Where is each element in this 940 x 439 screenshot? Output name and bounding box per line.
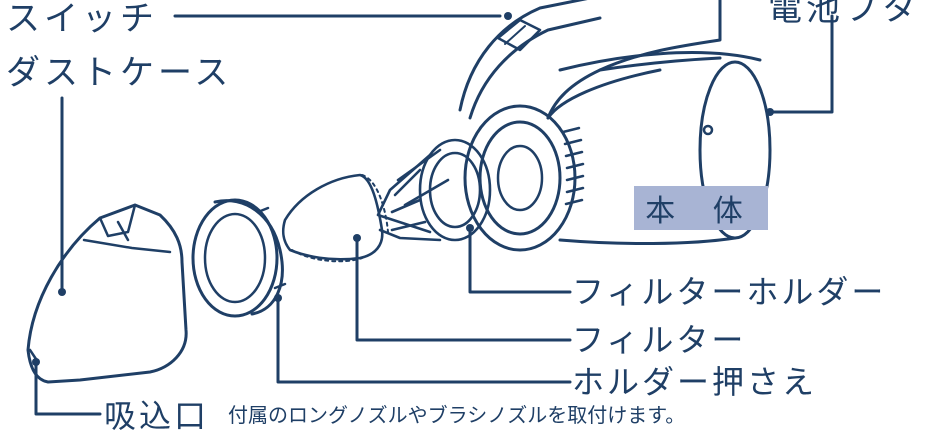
- filter-drawing: [281, 173, 389, 263]
- main-body-drawing: [458, 0, 772, 252]
- main-body-badge: 本 体: [634, 186, 768, 230]
- intake-note: 付属のロングノズルやブラシノズルを取付けます。: [228, 403, 686, 427]
- filter-holder-label: フィルターホルダー: [572, 273, 887, 311]
- body-vents: [561, 126, 585, 206]
- battery-cover-label: 電池フタ: [768, 0, 920, 29]
- switch-label: スイッチ: [6, 0, 158, 39]
- dust-case-label: ダストケース: [6, 53, 233, 93]
- filter-label: フィルター: [572, 321, 747, 359]
- leader-lines: [32, 12, 834, 416]
- holder-retainer-label: ホルダー押さえ: [572, 363, 818, 401]
- holder-retainer-drawing: [191, 198, 287, 318]
- intake-label: 吸込口: [104, 397, 210, 435]
- dust-case-drawing: [26, 203, 188, 384]
- filter-holder-drawing: [376, 138, 492, 242]
